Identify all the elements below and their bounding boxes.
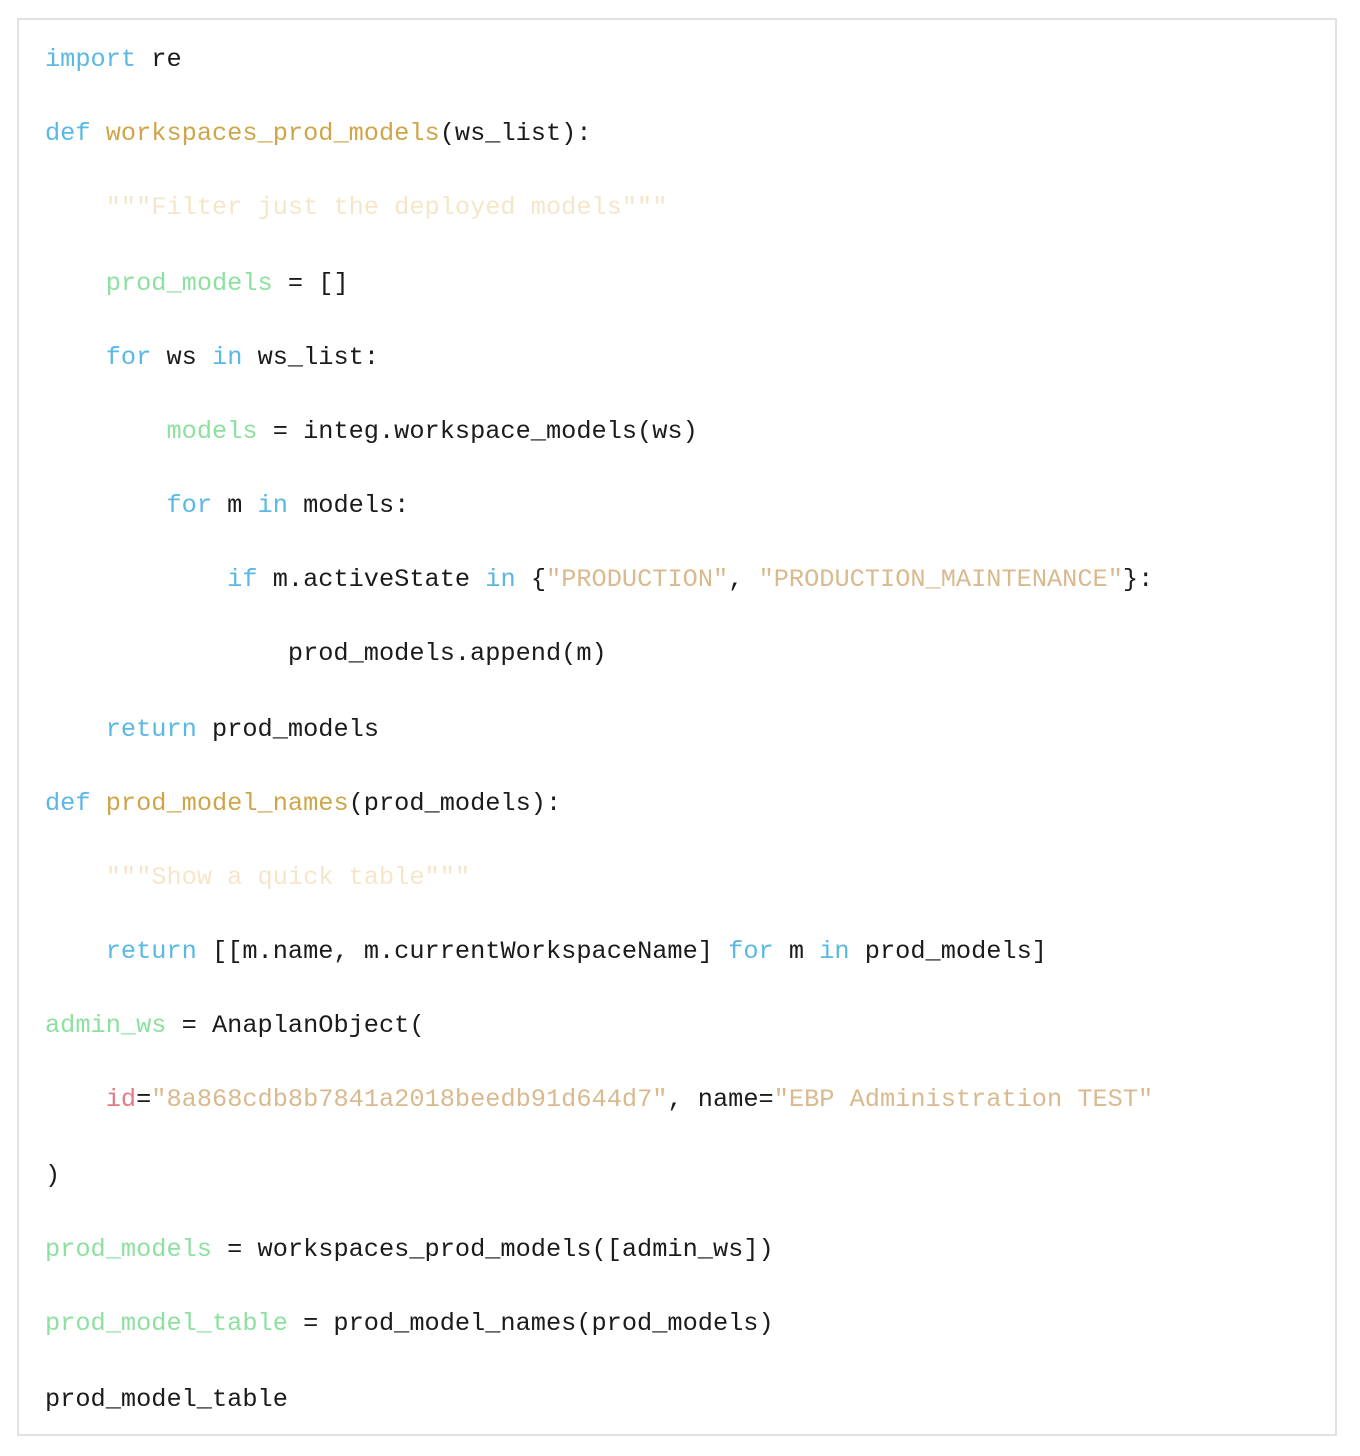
code-token-kw: for — [166, 491, 212, 520]
code-token-var: admin_ws — [45, 1011, 167, 1040]
code-token-var: prod_models — [45, 1235, 212, 1264]
code-token-plain — [45, 417, 166, 446]
code-token-plain: prod_models] — [849, 937, 1047, 966]
code-line: if m.activeState in {"PRODUCTION", "PROD… — [45, 563, 1153, 597]
code-token-plain: prod_models.append(m) — [287, 639, 607, 668]
code-token-str: "EBP Administration TEST" — [773, 1085, 1154, 1114]
code-token-plain: (prod_models): — [348, 789, 562, 818]
code-token-plain — [45, 639, 288, 668]
code-token-plain: { — [515, 565, 547, 594]
code-line: models = integ.workspace_models(ws) — [45, 415, 698, 449]
code-token-str: "8a868cdb8b7841a2018beedb91d644d7" — [151, 1085, 668, 1114]
code-token-kw: import — [45, 45, 137, 74]
code-token-kw: in — [212, 343, 243, 372]
code-token-fn: workspaces_prod_models — [105, 119, 440, 148]
code-token-kw: for — [728, 937, 774, 966]
code-token-plain: = AnaplanObject( — [166, 1011, 425, 1040]
code-token-plain: = — [136, 1085, 152, 1114]
code-token-var: models — [166, 417, 258, 446]
code-token-plain: ) — [45, 1161, 61, 1190]
code-token-plain — [45, 715, 106, 744]
code-token-plain — [91, 789, 106, 818]
code-block: import re def workspaces_prod_models(ws_… — [17, 18, 1337, 1436]
code-token-plain: = [] — [272, 269, 349, 298]
code-line: for m in models: — [45, 489, 409, 523]
code-token-plain — [45, 269, 106, 298]
code-token-plain: , — [728, 565, 759, 594]
code-token-plain: ws_list: — [242, 343, 380, 372]
code-token-plain: models: — [287, 491, 410, 520]
code-line: for ws in ws_list: — [45, 341, 379, 375]
code-token-var: prod_model_table — [45, 1309, 288, 1338]
code-token-doc: """Filter just the deployed models""" — [105, 193, 668, 222]
code-token-plain: (ws_list): — [439, 119, 592, 148]
code-token-plain: }: — [1122, 565, 1154, 594]
code-token-kw: for — [105, 343, 152, 372]
code-token-kw: in — [819, 937, 850, 966]
code-token-plain: = prod_model_names(prod_models) — [287, 1309, 774, 1338]
code-token-plain: m — [212, 491, 258, 520]
code-line: def prod_model_names(prod_models): — [45, 787, 561, 821]
code-line: id="8a868cdb8b7841a2018beedb91d644d7", n… — [45, 1083, 1153, 1117]
code-token-kw: def — [45, 119, 91, 148]
code-token-plain — [45, 937, 106, 966]
code-line: prod_model_table = prod_model_names(prod… — [45, 1307, 774, 1341]
code-token-plain: re — [136, 45, 182, 74]
code-token-fn: prod_model_names — [105, 789, 349, 818]
code-token-plain: m.activeState — [257, 565, 486, 594]
code-line: """Filter just the deployed models""" — [45, 191, 668, 225]
code-line: return [[m.name, m.currentWorkspaceName]… — [45, 935, 1047, 969]
code-token-plain — [45, 491, 166, 520]
code-token-plain: ws — [151, 343, 213, 372]
code-token-plain — [45, 565, 227, 594]
code-token-str: "PRODUCTION" — [546, 565, 729, 594]
code-token-kw: return — [105, 715, 197, 744]
code-line: ) — [45, 1159, 60, 1193]
code-token-plain — [45, 343, 106, 372]
code-token-kw: if — [227, 565, 258, 594]
code-token-plain: = integ.workspace_models(ws) — [257, 417, 698, 446]
code-token-plain — [91, 119, 106, 148]
code-token-plain: = workspaces_prod_models([admin_ws]) — [212, 1235, 774, 1264]
code-line: return prod_models — [45, 713, 379, 747]
code-line: def workspaces_prod_models(ws_list): — [45, 117, 592, 151]
code-token-plain: prod_model_table — [45, 1385, 288, 1414]
code-token-param: id — [105, 1085, 137, 1114]
code-token-plain: m — [773, 937, 820, 966]
code-line: prod_models.append(m) — [45, 637, 607, 671]
code-token-plain: , name= — [667, 1085, 774, 1114]
code-token-kw: return — [105, 937, 197, 966]
code-line: prod_models = [] — [45, 267, 349, 301]
code-token-str: "PRODUCTION_MAINTENANCE" — [758, 565, 1123, 594]
code-line: admin_ws = AnaplanObject( — [45, 1009, 425, 1043]
code-token-plain — [45, 193, 106, 222]
code-token-var: prod_models — [105, 269, 273, 298]
code-line: import re — [45, 43, 182, 77]
code-token-plain: [[m.name, m.currentWorkspaceName] — [196, 937, 729, 966]
code-token-doc: """Show a quick table""" — [105, 863, 471, 892]
code-token-plain — [45, 1085, 106, 1114]
code-line: prod_models = workspaces_prod_models([ad… — [45, 1233, 774, 1267]
code-token-kw: in — [257, 491, 288, 520]
code-token-plain — [45, 863, 106, 892]
code-line: """Show a quick table""" — [45, 861, 470, 895]
code-token-plain: prod_models — [196, 715, 379, 744]
code-token-kw: def — [45, 789, 91, 818]
code-token-kw: in — [485, 565, 516, 594]
code-line: prod_model_table — [45, 1383, 288, 1417]
